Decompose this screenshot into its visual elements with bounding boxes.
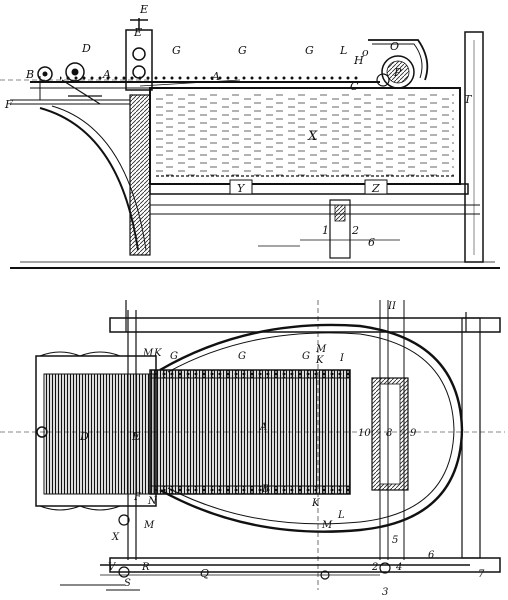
label-O1: O	[390, 40, 399, 53]
right-column	[464, 31, 484, 263]
label-G1: G	[170, 351, 178, 362]
label-5: 5	[392, 535, 398, 546]
label-A2: A	[211, 70, 220, 83]
label-Y: Y	[237, 182, 246, 195]
label-C: C	[350, 80, 359, 93]
label-A: A	[259, 422, 267, 433]
label-G2: G	[238, 351, 246, 362]
label-Q: Q	[200, 567, 209, 580]
elevation-labels: E E B F D A A G G G L H O o C P X T Y Z …	[4, 3, 473, 249]
label-E-top: E	[139, 3, 148, 16]
label-B: B	[25, 68, 34, 81]
label-2: 2	[351, 224, 359, 237]
label-H: H	[353, 54, 364, 67]
label-V: V	[108, 562, 117, 573]
label-M2: M	[315, 344, 327, 355]
label-M1: M	[142, 348, 154, 359]
label-B: B	[261, 484, 269, 495]
label-G3: G	[305, 44, 314, 57]
left-bracket	[39, 107, 139, 251]
label-8: 8	[386, 428, 392, 439]
drum-D	[65, 62, 85, 82]
label-G2: G	[238, 44, 247, 57]
label-1: 1	[322, 224, 329, 237]
label-D: D	[81, 42, 91, 55]
label-O2: o	[362, 46, 369, 59]
label-N1: N	[147, 496, 158, 507]
label-L: L	[339, 44, 347, 57]
label-3: 3	[382, 587, 388, 598]
label-L: L	[337, 510, 345, 521]
label-R: R	[141, 562, 150, 573]
label-X: X	[307, 129, 318, 144]
label-K1: K	[153, 348, 162, 359]
label-E: E	[131, 430, 140, 443]
plan-view	[0, 300, 505, 591]
label-4: 4	[395, 562, 402, 573]
label-A1: A	[102, 68, 111, 81]
hood-H	[368, 39, 429, 81]
label-M3: M	[321, 520, 333, 531]
label-6: 6	[428, 550, 435, 561]
label-F: F	[4, 98, 13, 111]
label-P: P	[393, 66, 402, 79]
gear-P	[381, 55, 415, 89]
label-9: 9	[410, 428, 417, 439]
plan-labels: M K G G G M K I II D E A B F N K L M M X…	[79, 301, 485, 598]
label-G1: G	[172, 44, 181, 57]
side-elevation	[0, 18, 500, 269]
label-I: I	[339, 353, 345, 364]
label-S: S	[124, 578, 131, 589]
label-F: F	[133, 492, 142, 503]
label-II: II	[387, 301, 397, 312]
label-M4: M	[143, 520, 155, 531]
label-Z: Z	[371, 182, 380, 195]
label-K3: K	[311, 498, 320, 509]
label-2: 2	[371, 562, 378, 573]
label-E: E	[133, 26, 142, 39]
label-G3: G	[302, 351, 310, 362]
label-7: 7	[478, 569, 485, 580]
plan-top-rail	[109, 317, 501, 333]
label-10: 10	[358, 428, 371, 439]
label-X: X	[111, 532, 120, 543]
label-6: 6	[368, 236, 375, 249]
label-D: D	[79, 430, 89, 443]
label-K2: K	[315, 355, 324, 366]
label-T: T	[464, 93, 473, 106]
